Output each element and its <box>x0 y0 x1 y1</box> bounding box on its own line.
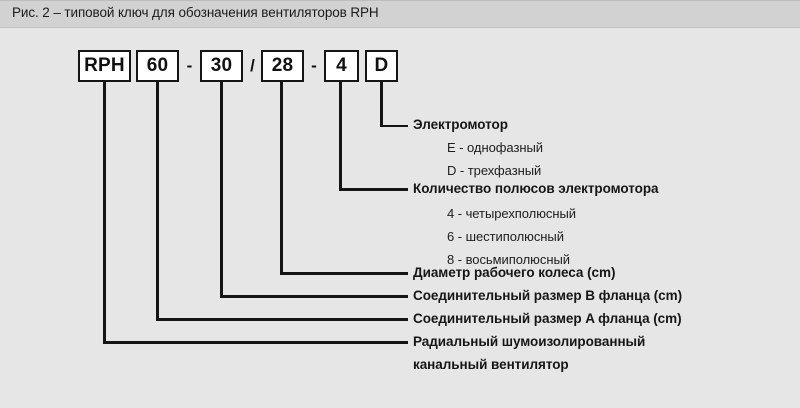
connector-line-rph-vertical <box>103 82 106 343</box>
code-separator-dash-2: - <box>311 56 317 75</box>
code-box-impeller-diameter: 28 <box>261 50 304 82</box>
legend-option-four-pole: 4 - четырехполюсный <box>447 206 576 221</box>
code-box-rph: RPH <box>78 50 131 82</box>
legend-label-impeller-diameter: Диаметр рабочего колеса (cm) <box>413 265 616 280</box>
code-separator-slash: / <box>250 56 255 75</box>
connector-line-pole-count-vertical <box>339 82 342 190</box>
connector-line-flange-b-horizontal <box>220 295 408 298</box>
legend-option-six-pole: 6 - шестиполюсный <box>447 229 564 244</box>
legend-label-rph-line2: канальный вентилятор <box>413 357 569 372</box>
connector-line-motor-type-horizontal <box>380 124 408 127</box>
connector-line-impeller-vertical <box>280 82 283 274</box>
connector-line-flange-a-horizontal <box>156 318 408 321</box>
code-box-flange-a: 60 <box>136 50 179 82</box>
legend-option-motor-single-phase: E - однофазный <box>447 140 543 155</box>
connector-line-motor-type-vertical <box>380 82 383 127</box>
connector-line-pole-count-horizontal <box>339 188 408 191</box>
connector-line-flange-b-vertical <box>220 82 223 297</box>
code-box-pole-count: 4 <box>324 50 359 82</box>
connector-line-rph-horizontal <box>103 341 408 344</box>
code-box-flange-b: 30 <box>200 50 243 82</box>
figure-header-bar <box>0 0 800 28</box>
legend-option-eight-pole: 8 - восьмиполюсный <box>447 252 570 267</box>
legend-label-motor-type: Электромотор <box>413 117 508 132</box>
legend-label-rph-line1: Радиальный шумоизолированный <box>413 334 646 349</box>
legend-label-flange-b: Соединительный размер B фланца (cm) <box>413 288 683 303</box>
code-box-motor-type: D <box>365 50 398 82</box>
connector-line-flange-a-vertical <box>156 82 159 320</box>
figure-caption: Рис. 2 – типовой ключ для обозначения ве… <box>12 5 379 20</box>
connector-line-impeller-horizontal <box>280 272 408 275</box>
legend-label-flange-a: Соединительный размер A фланца (cm) <box>413 311 682 326</box>
legend-label-pole-count: Количество полюсов электромотора <box>413 181 659 196</box>
legend-option-motor-three-phase: D - трехфазный <box>447 163 542 178</box>
code-separator-dash-1: - <box>186 56 193 75</box>
